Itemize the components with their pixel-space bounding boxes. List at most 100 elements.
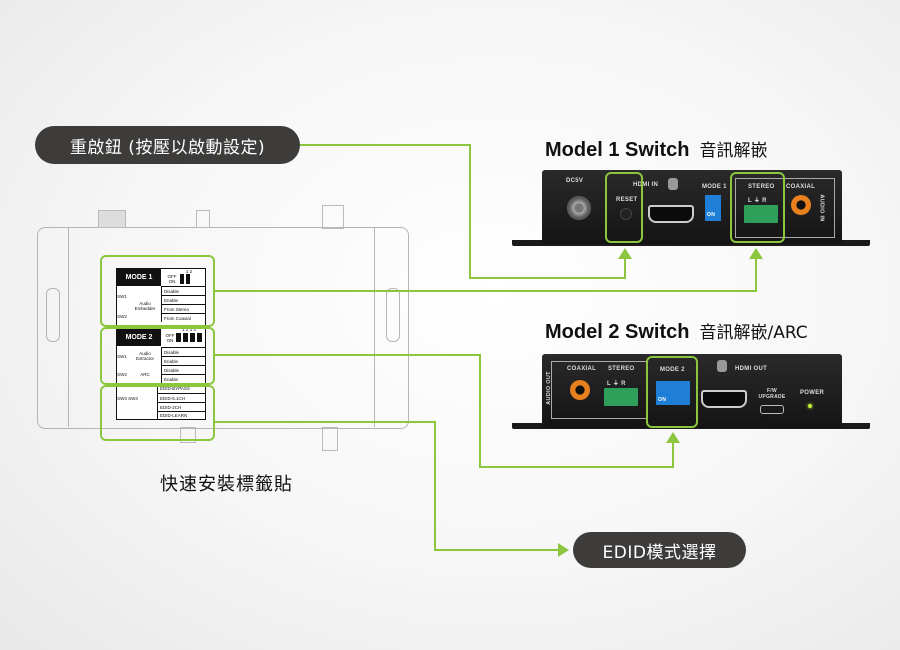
edid-sticker-highlight (100, 385, 215, 441)
hdmi-in-port (648, 205, 694, 223)
dc-label: DC5V (566, 178, 584, 184)
mount-slot-left (46, 288, 60, 342)
usb-upgrade-port (760, 405, 784, 414)
model2-title: Model 2 Switch 音訊解嵌/ARC (545, 318, 808, 344)
connector-mode2 (479, 354, 481, 468)
sticker-edid-option: EDID-2CH (157, 402, 205, 411)
connector-edid (434, 549, 560, 551)
quick-install-caption: 快速安裝標籤貼 (160, 474, 293, 495)
reset-highlight-box (605, 172, 643, 243)
dip-on-label: ON (707, 212, 716, 218)
reset-button[interactable] (620, 208, 632, 220)
hdmi-out-label: HDMI OUT (735, 366, 768, 372)
bottom-connector-1 (180, 427, 196, 443)
connector-reset (469, 277, 626, 279)
arrow-right-icon (558, 543, 569, 557)
sticker-mode2-on: ON (166, 338, 174, 343)
sticker-mode2-function1: Audio Extractor (135, 351, 154, 361)
sticker-mode1-option: Enable (161, 295, 205, 304)
model2-panel-body (542, 354, 842, 428)
reset-button-callout: 重啟鈕 (按壓以啟動設定) (35, 126, 300, 164)
stereo-pins-label: L ⏚ R (607, 381, 626, 387)
sticker-dip-graphic (176, 333, 202, 342)
model2-title-text: Model 2 Switch (545, 321, 690, 343)
sticker-sw3: SW3 (117, 395, 127, 401)
connector-mode1 (215, 290, 757, 292)
sticker-mode1-title: MODE 1 (117, 269, 161, 286)
sticker-mode2-title: MODE 2 (117, 329, 161, 346)
sticker-edid-option: EDID-BYPASS (157, 384, 205, 393)
connector-reset (300, 144, 470, 146)
sticker-mode2-option: Disable (161, 365, 205, 374)
coaxial-label: COAXIAL (786, 184, 816, 190)
connector-edid (215, 421, 435, 423)
sticker-mode1-off: OFF (167, 274, 177, 279)
arrow-up-icon (618, 248, 632, 259)
sticker-mode2-off: OFF (165, 333, 175, 338)
reset-callout-label: 重啟鈕 (按壓以啟動設定) (69, 137, 266, 158)
stereo-terminal-block (744, 205, 778, 223)
mode2-panel-label: MODE 2 (660, 367, 685, 373)
mount-slot-right (386, 288, 400, 342)
power-label: POWER (800, 390, 825, 396)
sticker-mode2-sw2: SW2 (117, 371, 127, 377)
coaxial-out-jack (570, 380, 590, 400)
hdmi-out-port (701, 390, 747, 408)
connector-mode2 (672, 442, 674, 468)
arrow-up-icon (666, 432, 680, 443)
sticker-mode2-switch-nums: 1 2 3 4 (182, 327, 196, 332)
top-connector-1 (98, 210, 126, 228)
sticker-mode1-on: ON (168, 279, 176, 284)
edid-callout-label: EDID模式選擇 (602, 542, 717, 563)
sticker-mode1-function: Audio Embedder (134, 301, 156, 311)
device-right-ear (374, 227, 375, 427)
sticker-mode1-option: Disable (161, 286, 205, 295)
connector-mode2 (479, 466, 674, 468)
device-left-ear (68, 227, 69, 427)
sticker-dip-graphic (186, 274, 190, 284)
quick-install-sticker: MODE 1 1 2 OFF ON SW1 SW2 Audio Embedder… (116, 268, 206, 420)
sticker-edid-option: EDID-LEARN (157, 411, 205, 419)
model1-title-text: Model 1 Switch (545, 139, 690, 161)
sticker-mode2-option: Enable (161, 356, 205, 365)
sticker-mode1-option: From Stereo (161, 304, 205, 313)
hdmi-in-label: HDMI IN (633, 182, 659, 188)
mode2-sticker-highlight (100, 327, 215, 385)
mode1-sticker-highlight (100, 255, 215, 327)
connector-edid (434, 421, 436, 551)
audio-out-label: AUDIO OUT (545, 371, 552, 405)
mode2-dip-switch[interactable]: ON (656, 381, 690, 405)
fw-upgrade-label: F/W UPGRADE (758, 388, 786, 400)
sticker-dip-graphic (180, 274, 184, 284)
connector-mode1 (755, 258, 757, 292)
arrow-up-icon (749, 248, 763, 259)
model1-subtitle: 音訊解嵌 (699, 141, 768, 161)
sticker-mode2-sw1: SW1 (117, 353, 127, 359)
mode2-highlight-box (646, 356, 698, 428)
reset-label: RESET (616, 197, 638, 203)
audio-in-frame (735, 178, 835, 238)
stereo-label: STEREO (748, 184, 775, 190)
sticker-mode1-switch-nums: 1 2 (185, 269, 193, 274)
connector-mode2 (215, 354, 480, 356)
model2-subtitle: 音訊解嵌/ARC (699, 323, 808, 343)
sticker-sw4: SW4 (128, 395, 138, 401)
stereo-terminal-block (604, 388, 638, 406)
connector-reset (469, 144, 471, 278)
coaxial-in-jack (791, 195, 811, 215)
edid-mode-callout: EDID模式選擇 (573, 532, 746, 568)
mode1-dip-switch[interactable]: ON (705, 195, 721, 221)
connector-reset (624, 258, 626, 279)
dip-on-label: ON (658, 397, 667, 403)
top-connector-2 (196, 210, 210, 228)
power-led-icon (808, 404, 812, 408)
dc-jack-icon (567, 196, 591, 220)
sticker-mode2-option: Disable (161, 347, 205, 356)
sticker-edid-option: EDID-5.1CH (157, 393, 205, 402)
coaxial-label: COAXIAL (567, 366, 597, 372)
audio-in-label: AUDIO IN (818, 194, 825, 222)
stereo-label: STEREO (608, 366, 635, 372)
screw-icon (717, 360, 727, 372)
mode1-panel-label: MODE 1 (702, 184, 727, 190)
sticker-mode1-sw2: SW2 (117, 313, 127, 319)
